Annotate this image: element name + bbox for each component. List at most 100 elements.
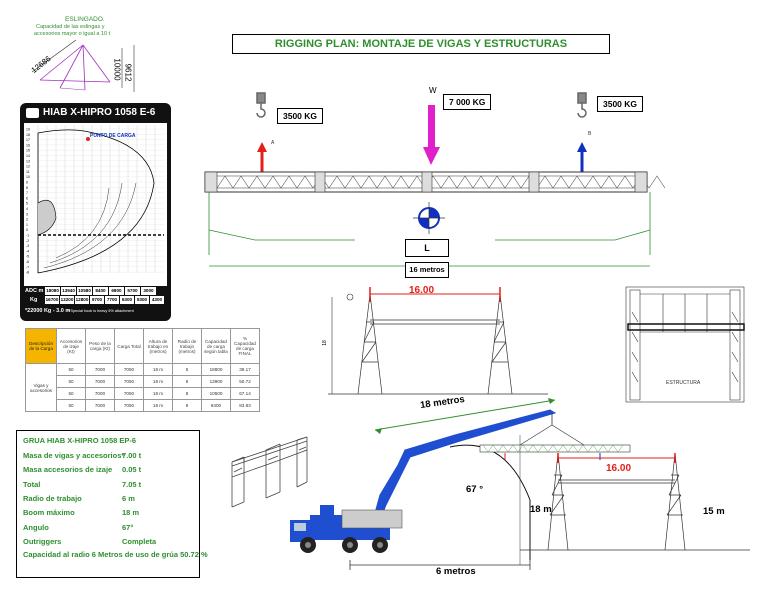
table-desc-cell: Vigas y accesorios	[25, 363, 57, 412]
table-cell: 7050	[114, 387, 144, 400]
crane-truck-icon	[290, 505, 403, 553]
table-cell: 7000	[85, 375, 115, 388]
table-cell: 7000	[85, 387, 115, 400]
table-cell: 39.17	[230, 363, 260, 376]
scene-left-height-label: 18 m	[530, 504, 552, 515]
sling-note-2: accesorios mayor o igual a 10 t	[34, 31, 111, 37]
support-b-letter: B	[588, 131, 592, 137]
chart-y-tick: 16	[26, 143, 30, 147]
crane-boom	[374, 409, 557, 516]
chart-y-tick: 13	[26, 159, 30, 163]
summary-row-value: 18 m	[122, 508, 140, 518]
table-cell: 18 m	[143, 363, 173, 376]
table-cell: 18 m	[143, 375, 173, 388]
table-header-cell: Capacidad de carga según tabla	[201, 328, 231, 364]
chart-m-cell: 8400	[93, 287, 108, 295]
chart-y-tick: -2	[26, 239, 29, 243]
scene-right-height-label: 15 m	[703, 506, 725, 517]
crane-chart-graph: 191817161514131211109876543210-1-2-3-4-5…	[26, 125, 164, 275]
sling-dim-right: 10000	[112, 58, 122, 81]
table-cell: 6	[172, 375, 202, 388]
summary-row-label: Radio de trabajo	[23, 493, 82, 503]
table-cell: 18800	[201, 363, 231, 376]
summary-row-value: 0.05 t	[122, 465, 142, 475]
chart-y-tick: 4	[26, 207, 28, 211]
table-cell: 8400	[201, 399, 231, 412]
boom-angle-label: 67 °	[466, 484, 484, 495]
chart-m-cell: 6800	[109, 287, 124, 295]
crane-chart-model: HIAB X-HIPRO 1058 E-6	[43, 107, 156, 118]
chart-row-kg-label: Kg	[30, 297, 38, 303]
l-label: L	[405, 239, 449, 257]
chart-bottom-note-2: * Special hook is heavy 5% attachment	[68, 309, 134, 313]
chart-y-tick: 3	[26, 212, 28, 216]
portal-height-label: 18	[321, 340, 328, 346]
table-cell: 7050	[114, 399, 144, 412]
table-cell: 67.14	[230, 387, 260, 400]
sling-note-1: Capacidad de las eslingas y	[36, 24, 105, 30]
chart-y-tick: 15	[26, 149, 30, 153]
load-label-w: 7 000 KG	[443, 94, 492, 110]
center-of-gravity-icon	[413, 202, 445, 234]
crane-lift-scene	[290, 398, 750, 570]
table-header-cell: Carga Total	[114, 328, 144, 364]
table-cell: 18 m	[143, 399, 173, 412]
table-cell: 5	[172, 363, 202, 376]
support-a-letter: A	[271, 140, 275, 146]
chart-y-tick: -1	[26, 234, 29, 238]
steel-structure-3d-drawing	[231, 436, 308, 508]
summary-row-label: Total	[23, 479, 41, 489]
table-cell: 7000	[85, 399, 115, 412]
chart-y-tick: 6	[26, 196, 28, 200]
chart-y-tick: 14	[26, 154, 30, 158]
table-cell: 7050	[114, 363, 144, 376]
chart-y-tick: 9	[26, 181, 28, 185]
table-cell: 50	[56, 375, 86, 388]
summary-row-label: Boom máximo	[23, 508, 75, 518]
summary-row-label: Masa accesorios de izaje	[23, 465, 113, 475]
load-point-dot	[86, 137, 90, 141]
chart-y-tick: 10	[26, 175, 30, 179]
table-cell: 83.93	[230, 399, 260, 412]
chart-bottom-note: *22000 Kg - 3.0 m	[25, 308, 71, 314]
sling-dim-height: 9612	[123, 63, 133, 82]
chart-y-tick: 7	[26, 191, 28, 195]
chart-kg-cell: 12800	[75, 296, 89, 304]
table-cell: 10500	[201, 387, 231, 400]
summary-row-value: 6 m	[122, 493, 135, 503]
table-header-cell: Descripción de la Carga	[25, 328, 57, 364]
chart-y-tick: 11	[26, 170, 30, 174]
chart-kg-cell: 13200	[60, 296, 74, 304]
chart-kg-cell: 7700	[105, 296, 119, 304]
chart-y-tick: 2	[26, 218, 28, 222]
chart-m-cell: 18080	[45, 287, 60, 295]
summary-title: GRUA HIAB X-HIPRO 1058 EP-6	[23, 436, 137, 445]
summary-row-label: Outriggers	[23, 536, 62, 546]
summary-footer: Capacidad al radio 6 Metros de uso de gr…	[23, 550, 208, 559]
chart-y-tick: 19	[26, 128, 30, 132]
table-header-cell: Radio de trabajo (metros)	[172, 328, 202, 364]
table-header-cell: Accesorios de izaje (Kt)	[56, 328, 86, 364]
table-header-cell: Altura de trabajo en (metros)	[143, 328, 173, 364]
chart-y-tick: 0	[26, 228, 28, 232]
chart-y-tick: 5	[26, 202, 28, 206]
chart-m-cell: 13940	[61, 287, 76, 295]
chart-y-tick: 8	[26, 186, 28, 190]
table-header-cell: % Capacidad de carga FINAL	[230, 328, 260, 364]
side-structure-caption: ESTRUCTURA	[666, 380, 701, 386]
chart-y-tick: -8	[26, 271, 29, 275]
hook-b-icon	[577, 92, 587, 118]
chart-y-tick: 18	[26, 133, 30, 137]
chart-m-cell: 10580	[77, 287, 92, 295]
chart-kg-cell: 16700	[45, 296, 59, 304]
span-label: 16 metros	[405, 262, 449, 278]
portal-frame-drawing	[328, 287, 548, 395]
work-radius-label: 6 metros	[436, 566, 476, 577]
table-cell: 9	[172, 399, 202, 412]
portal-span-label: 16.00	[409, 285, 435, 296]
chart-y-tick: -4	[26, 249, 29, 253]
